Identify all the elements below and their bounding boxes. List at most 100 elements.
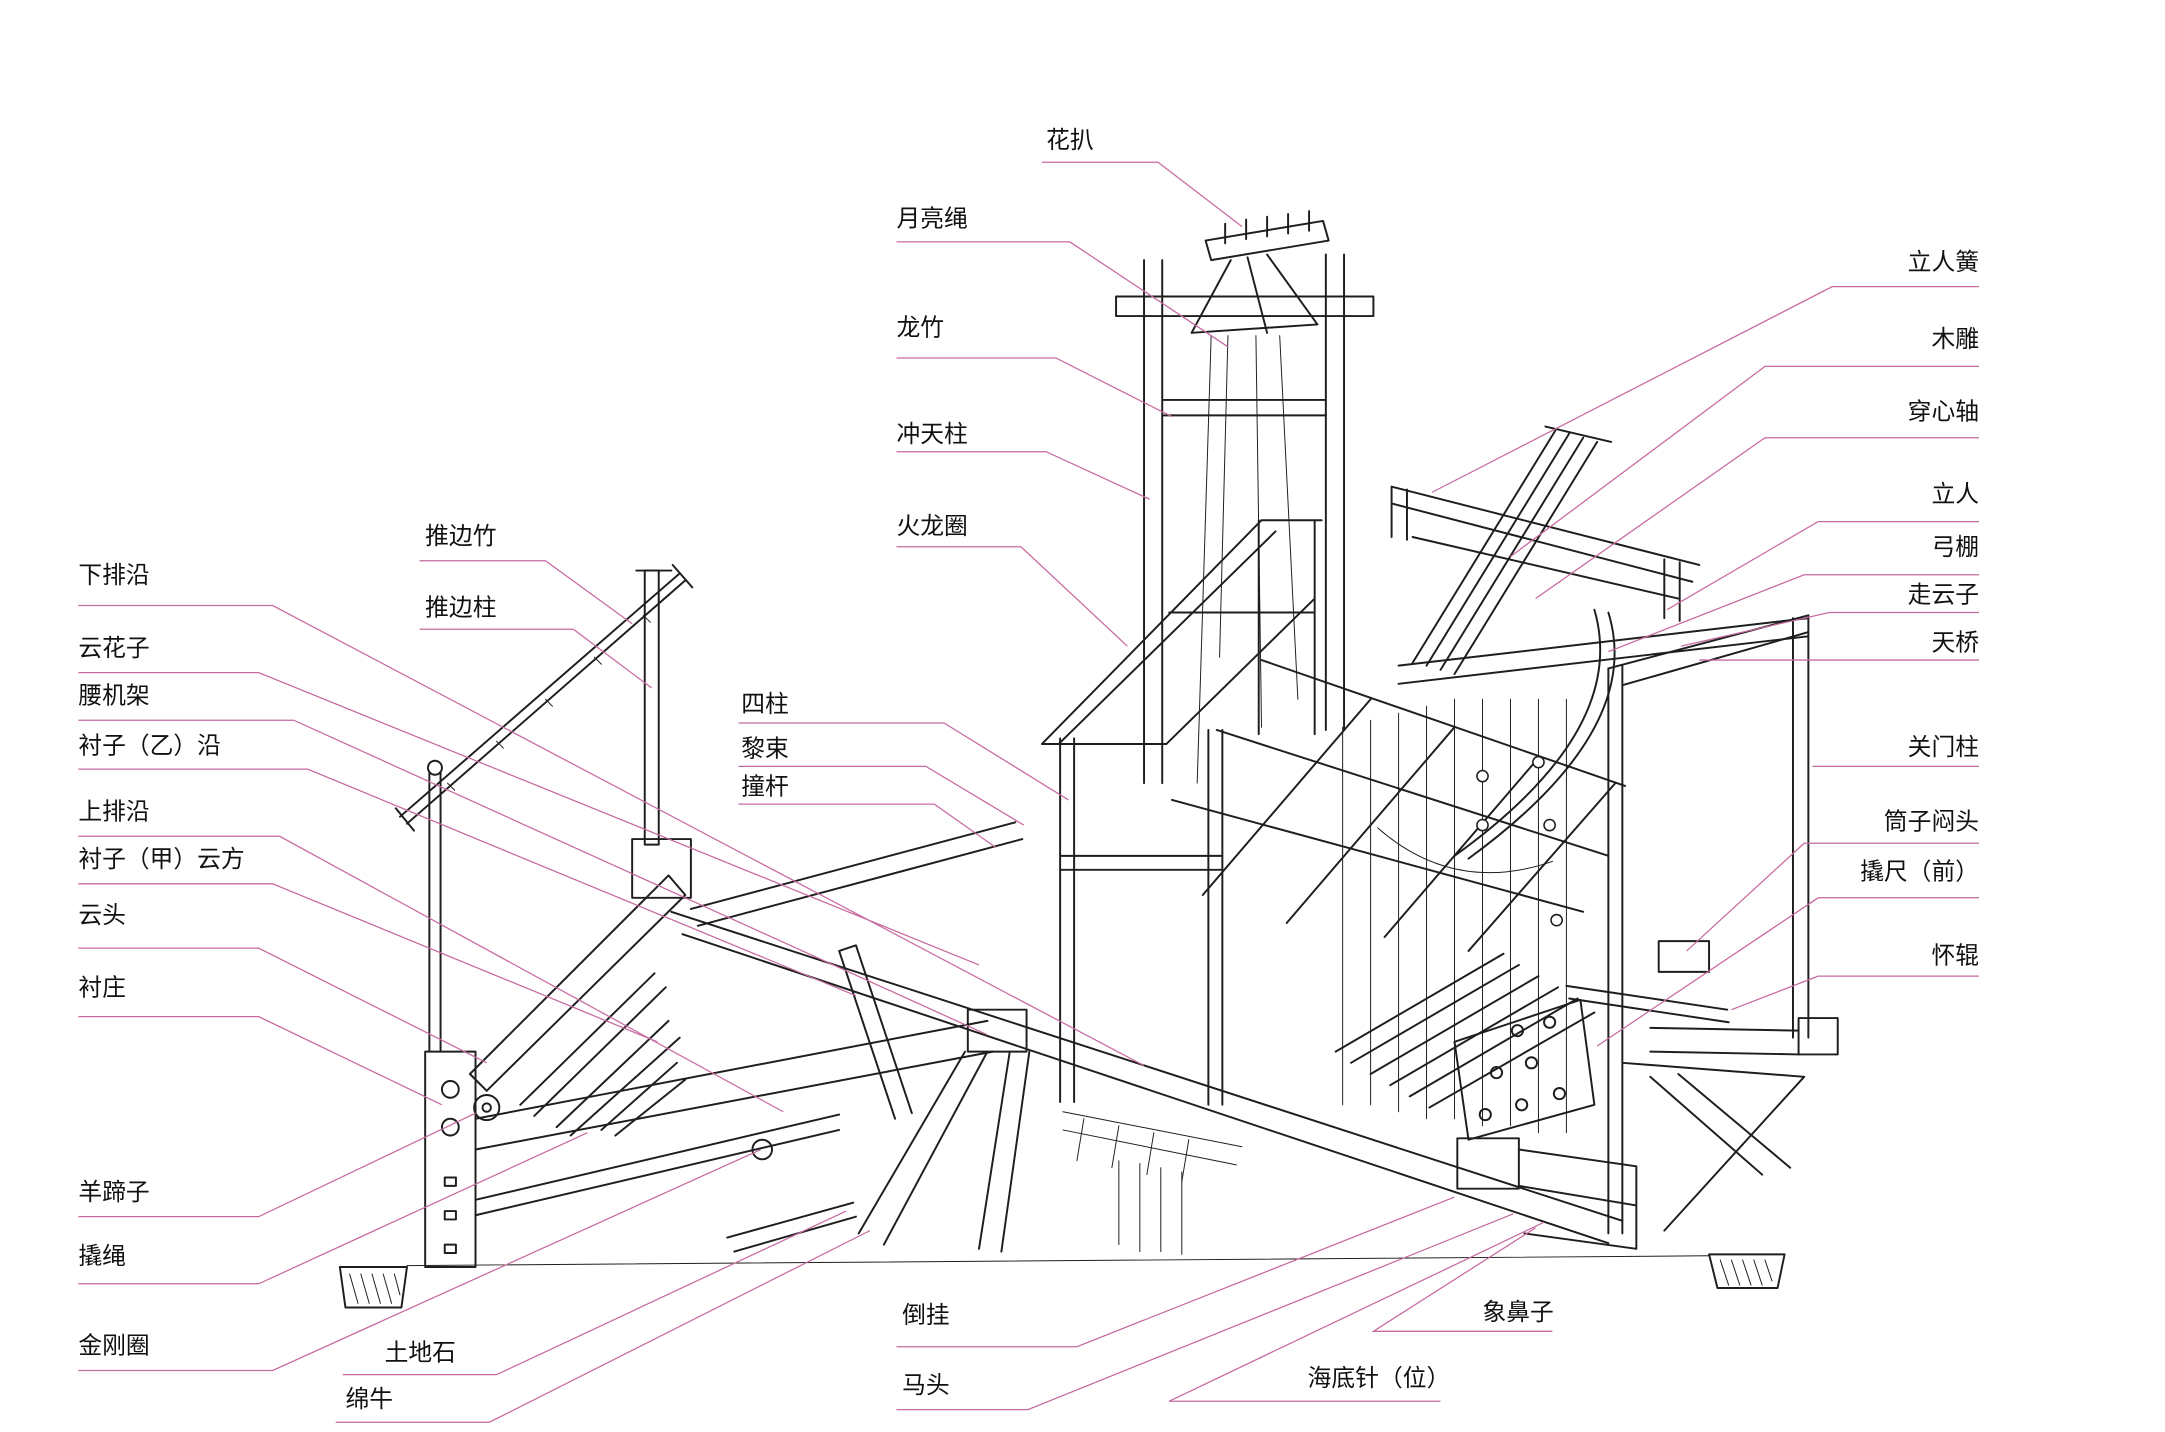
right-frame-front-post xyxy=(1607,664,1624,1235)
treadle-bars xyxy=(1334,952,1596,1109)
tower-cords xyxy=(1196,335,1299,784)
ground-stone-left-hatch xyxy=(349,1273,401,1304)
label-chen-zhuang: 衬庄 xyxy=(78,974,126,1002)
leader-line-shang-pai-yan xyxy=(78,835,784,1113)
ground-stone-left xyxy=(338,1266,408,1309)
four-posts xyxy=(1059,729,1224,1106)
rear-axle xyxy=(1411,536,1680,600)
leader-line-si-zhu xyxy=(738,722,1069,801)
leader-line-tu-di-shi xyxy=(342,1210,847,1376)
harness-string-curve xyxy=(1377,827,1553,874)
ram-beam xyxy=(689,821,1024,927)
leader-line-yun-tou xyxy=(78,947,487,1064)
leader-line-yun-hua-zi xyxy=(78,672,980,966)
label-yue-liang-sheng: 月亮绳 xyxy=(896,205,967,233)
leader-line-zhuang-gan xyxy=(738,803,997,848)
horse-head-block xyxy=(1456,1137,1520,1190)
push-edge-post-base xyxy=(631,838,692,899)
hole-board-hole xyxy=(1489,1066,1504,1080)
hole-board-hole xyxy=(1552,1087,1566,1101)
lower-tie-bar xyxy=(474,1113,841,1217)
leader-line-li-ren xyxy=(1666,520,1979,611)
part-labels: 花扒 月亮绳 龙竹 冲天柱 火龙圈 四柱 黎束 撞杆 推边竹 推边柱 下排沿 云… xyxy=(78,126,1979,1413)
left-post-pegs xyxy=(443,1176,457,1254)
push-edge-bamboo xyxy=(394,563,694,832)
ring-frame xyxy=(1040,519,1323,745)
leader-line-qiao-sheng xyxy=(78,1132,588,1285)
label-huai-gun: 怀辊 xyxy=(1931,942,1979,970)
label-guan-men-zhu: 关门柱 xyxy=(1908,733,1979,761)
lower-right-frame xyxy=(1517,1148,1638,1250)
label-yun-hua-zi: 云花子 xyxy=(78,634,149,662)
hole-board-hole xyxy=(1510,1024,1525,1038)
harness-bead xyxy=(1476,818,1489,832)
leader-line-long-zhu xyxy=(896,357,1173,418)
label-chuan-xin-zhou: 穿心轴 xyxy=(1908,398,1979,426)
breast-beam xyxy=(1649,1026,1800,1056)
label-chong-tian-zhu: 冲天柱 xyxy=(896,420,967,448)
label-dao-gua: 倒挂 xyxy=(902,1301,950,1329)
label-chen-zi-jia-yun-fang: 衬子（甲）云方 xyxy=(78,845,244,873)
leader-line-hua-ba xyxy=(1041,161,1243,228)
left-inclined-rack xyxy=(468,874,687,1092)
leader-line-chen-zi-yi-yan xyxy=(78,768,857,997)
label-li-ren-huang: 立人簧 xyxy=(1908,248,1979,276)
label-hua-ba: 花扒 xyxy=(1046,126,1094,154)
left-post-hole-upper xyxy=(440,1080,460,1099)
label-long-zhu: 龙竹 xyxy=(896,314,944,342)
label-yao-ji-jia: 腰机架 xyxy=(78,681,149,709)
left-wheel xyxy=(473,1093,501,1122)
label-hai-di-zhen: 海底针（位） xyxy=(1308,1364,1451,1392)
hanging-plank xyxy=(838,944,913,1120)
leader-line-tong-zi-men-tou xyxy=(1686,842,1979,952)
grid-rails xyxy=(1171,659,1627,913)
harness-bead xyxy=(1550,913,1563,927)
loom-drawing xyxy=(338,210,1839,1309)
left-slim-post-knob xyxy=(426,759,443,776)
label-jin-gang-quan: 金刚圈 xyxy=(78,1332,149,1360)
hole-board-hole xyxy=(1524,1056,1539,1070)
label-shang-pai-yan: 上排沿 xyxy=(78,797,149,825)
pattern-rake xyxy=(1204,210,1330,262)
leader-line-dao-gua xyxy=(896,1196,1455,1348)
tower-post-left xyxy=(1143,259,1164,785)
leader-line-zou-yun-zi xyxy=(1680,611,1979,647)
leader-line-yue-liang-sheng xyxy=(896,241,1229,348)
tower-mid-crossbar xyxy=(1162,398,1327,417)
label-chen-zi-yi-yan: 衬子（乙）沿 xyxy=(78,732,221,760)
label-zou-yun-zi: 走云子 xyxy=(1908,581,1979,609)
leader-line-jin-gang-quan xyxy=(78,1148,762,1372)
bridge-top-rail xyxy=(1397,617,1810,685)
right-frame-rear-post xyxy=(1791,614,1810,1039)
ground-stone-right-hatch xyxy=(1719,1259,1773,1286)
center-legs xyxy=(857,1050,1031,1253)
label-mian-niu: 绵牛 xyxy=(345,1385,393,1413)
label-gong-peng: 弓棚 xyxy=(1931,533,1979,561)
hole-board-hole xyxy=(1478,1107,1492,1122)
tower-top-crossbar xyxy=(1115,295,1375,318)
hole-board-hole xyxy=(1515,1098,1529,1112)
lower-center-slats xyxy=(1062,1111,1243,1183)
label-qiao-chi-qian: 撬尺（前） xyxy=(1860,858,1979,886)
label-tian-qiao: 天桥 xyxy=(1931,628,1979,656)
front-lever xyxy=(1565,984,1730,1024)
tower-rods xyxy=(1190,253,1319,334)
leader-line-xia-pai-yan xyxy=(78,604,1145,1067)
cylinder-head-block xyxy=(1657,940,1711,973)
label-yun-tou: 云头 xyxy=(78,901,126,929)
leader-line-li-ren-huang xyxy=(1431,286,1979,493)
lower-hanging-cords xyxy=(1118,1160,1183,1255)
reed-bundle xyxy=(1411,425,1613,676)
leader-line-chuan-xin-zhou xyxy=(1535,437,1979,600)
label-xiang-bi-zi: 象鼻子 xyxy=(1482,1298,1553,1326)
leader-line-chen-zi-jia-yun-fang xyxy=(78,883,658,1043)
harness-cords xyxy=(1342,698,1567,1134)
label-ma-tou: 马头 xyxy=(902,1371,950,1399)
label-tong-zi-men-tou: 筒子闷头 xyxy=(1884,807,1979,835)
hole-board-hole xyxy=(1543,1015,1557,1029)
waist-frame-beam xyxy=(474,1019,994,1151)
hole-board xyxy=(1453,998,1596,1141)
rear-top-rail xyxy=(1390,485,1701,622)
label-tui-bian-zhu-bamboo: 推边竹 xyxy=(425,522,496,550)
right-frame-top xyxy=(1607,614,1810,687)
